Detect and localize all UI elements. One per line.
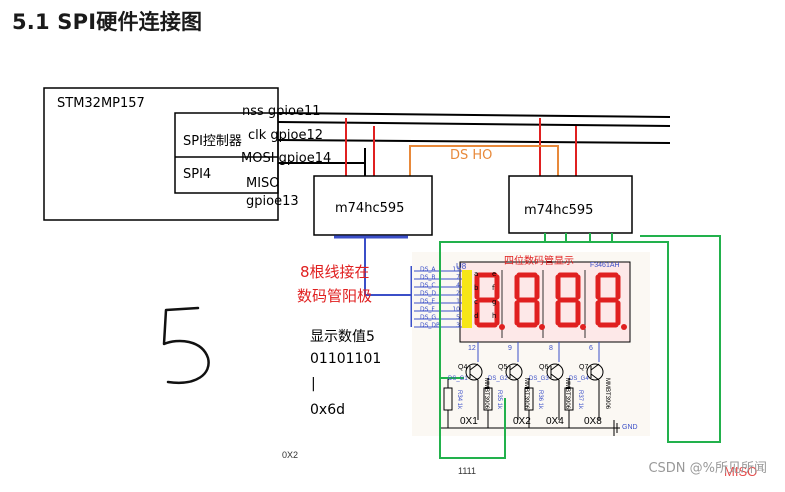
segment-pin-row: DS_B 7 — [420, 274, 460, 282]
transistor-part-1: MMBT3906 — [483, 378, 489, 410]
spi-controller-label: SPI控制器 — [183, 134, 242, 149]
page-title: 5.1 SPI硬件连接图 — [12, 10, 203, 34]
pipe-separator: | — [311, 376, 316, 392]
hex-value: 0x6d — [310, 402, 345, 418]
segment-letter: e — [492, 270, 497, 278]
segment-pin-number: 3 — [456, 322, 460, 329]
nss-line-2 — [277, 121, 671, 127]
miso-pin-label: gpioe13 — [246, 194, 299, 209]
segment-letter: c — [474, 298, 478, 306]
segment-letter: h — [492, 312, 497, 320]
transistor-q7: Q7 — [579, 364, 589, 371]
segment-pin-number: 7 — [456, 274, 460, 281]
segment-pin-number: 5 — [456, 314, 460, 321]
segment-pin-name: DS_G — [420, 314, 437, 321]
mosi-signal-label: MOSI gpioe14 — [241, 151, 332, 166]
chip1-label: m74hc595 — [335, 201, 405, 216]
bottom-left-label: 0X2 — [282, 450, 299, 460]
segment-pin-number: 2 — [456, 290, 460, 297]
schematic-ref: U8 — [456, 262, 467, 271]
transistor-part-2: MMBT3906 — [523, 378, 529, 410]
transistor-part-3: MMBT3906 — [564, 378, 570, 410]
digit-pin-3: 8 — [549, 345, 553, 352]
digit-code-3: 0X4 — [546, 416, 564, 427]
nss-line — [277, 112, 671, 118]
segment-pin-name: DS_DP — [420, 322, 440, 329]
transistor-q4: Q4 — [458, 364, 468, 371]
segment-letter: b — [474, 284, 479, 292]
segment-pin-number: 1 — [456, 298, 460, 305]
segment-pin-name: DS_A — [420, 266, 436, 273]
note-line-2: 数码管阳极 — [297, 287, 373, 305]
chip2-box — [508, 175, 633, 234]
digit-signal-2: DS_G2 — [488, 376, 508, 382]
segment-pin-row: DS_A 11 — [420, 266, 460, 274]
resistor-r34: R34 1k — [456, 390, 462, 410]
segment-pin-number: 4 — [456, 282, 460, 289]
chip1-box — [313, 175, 433, 236]
nss-signal-label: nss gpioe11 — [242, 104, 321, 119]
digit-code-1: 0X1 — [460, 416, 478, 427]
miso-signal-label: MISO — [246, 176, 280, 191]
digit-signal-1: DS_G1 — [448, 376, 468, 382]
segment-letter: a — [474, 270, 479, 278]
segment-letter: f — [492, 284, 495, 292]
segment-pin-name: DS_B — [420, 274, 436, 281]
segment-pin-row: DS_C 4 — [420, 282, 460, 290]
segment-pin-name: DS_D — [420, 290, 437, 297]
segment-pin-row: DS_DP 3 — [420, 322, 460, 330]
segment-pin-row: DS_F 10 — [420, 306, 460, 314]
segment-pin-row: DS_E 1 — [420, 298, 460, 306]
miso-overlay-label: MISO — [724, 464, 758, 479]
gnd-label: GND — [622, 424, 638, 431]
digit-signal-4: DS_G4 — [569, 376, 589, 382]
segment-pin-row: DS_G 5 — [420, 314, 460, 322]
segment-pin-number: 10 — [452, 306, 460, 313]
note-line-1: 8根线接在 — [300, 263, 370, 281]
digit-pin-1: 12 — [468, 345, 476, 352]
resistor-r36: R36 1k — [537, 390, 543, 410]
display-value-label: 显示数值5 — [310, 329, 375, 345]
segment-letter: d — [474, 312, 479, 320]
segment-letter: g — [492, 298, 497, 306]
transistor-q5: Q5 — [498, 364, 508, 371]
segment-pin-name: DS_E — [420, 298, 436, 305]
clk-signal-label: clk gpioe12 — [248, 128, 324, 143]
chip2-label: m74hc595 — [524, 203, 594, 218]
segment-pin-name: DS_F — [420, 306, 435, 313]
handwritten-five-icon — [162, 306, 210, 385]
resistor-r37: R37 1k — [577, 390, 583, 410]
digit-pin-4: 6 — [589, 345, 593, 352]
segment-pin-number: 11 — [452, 266, 460, 273]
watermark: CSDN @%所见所闻 — [648, 461, 767, 476]
binary-value: 01101101 — [310, 351, 382, 367]
segment-pin-name: DS_C — [420, 282, 436, 289]
mcu-name: STM32MP157 — [57, 96, 145, 111]
spi-controller-box — [174, 112, 279, 194]
digit-pin-2: 9 — [508, 345, 512, 352]
clk-line — [277, 139, 671, 144]
ds-ho-label: DS HO — [450, 148, 493, 163]
digit-code-2: 0X2 — [513, 416, 531, 427]
segment-pin-row: DS_D 2 — [420, 290, 460, 298]
schematic-title: 四位数码管显示 — [504, 256, 574, 267]
digit-code-4: 0X8 — [584, 416, 602, 427]
digit-signal-3: DS_G3 — [529, 376, 549, 382]
transistor-q6: Q6 — [539, 364, 549, 371]
bottom-center-label: 1111 — [458, 466, 477, 476]
spi4-label: SPI4 — [183, 167, 212, 182]
schematic-part: F3461AH — [590, 262, 620, 269]
transistor-part-4: MMBT3906 — [604, 378, 610, 410]
resistor-r35: R35 1k — [496, 390, 502, 410]
